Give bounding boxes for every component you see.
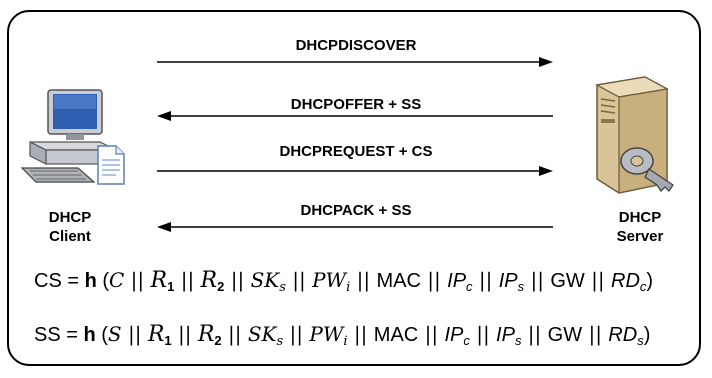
computer-icon [20,89,125,185]
message-label-offer: DHCPOFFER + SS [290,96,422,113]
cs-ips: IP [498,270,518,292]
cs-close: ) [646,270,654,292]
ss-mac: MAC [373,324,419,346]
sep: || [283,322,310,346]
cs-ipc-sub: c [466,279,473,294]
sep: || [171,322,198,346]
sep: || [121,322,148,346]
ss-sk: SK [247,322,277,346]
ss-r1-sub: 1 [164,333,172,348]
cs-pw-sub: i [346,280,351,295]
arrow-left-ack [157,222,553,232]
cs-first: C [109,268,125,292]
ss-open: ( [95,324,108,346]
cs-r2: R [200,268,218,293]
client-label-line2: Client [49,228,91,245]
ss-r2: R [197,322,215,347]
cs-lhs: CS = [34,270,85,292]
sep: || [472,268,499,292]
cs-ipc: IP [447,270,467,292]
sep: || [224,268,251,292]
cs-rd: RD [611,270,640,292]
cs-r1: R [150,268,168,293]
cs-mac: MAC [376,270,421,292]
ss-pw: PW [309,322,344,346]
ss-rd: RD [608,324,638,346]
sep: || [285,268,313,292]
sep: || [582,322,609,346]
ss-ipc: IP [444,324,464,346]
cs-sk-sub: s [279,280,286,295]
sep: || [521,322,548,346]
formula-ss: SS = h (S || R1 || R2 || SKs || PWi || M… [34,322,650,349]
formula-cs: CS = h (C || R1 || R2 || SKs || PWi || M… [34,268,653,295]
diagram-frame [7,10,701,366]
message-label-request: DHCPREQUEST + CS [279,143,433,160]
ss-lhs: SS = [34,324,84,346]
arrow-left-offer [157,111,553,121]
ss-hash: h [83,324,96,346]
ss-rd-sub: s [637,333,644,348]
arrow-right-request [157,166,553,176]
sep: || [347,322,374,346]
sep: || [418,322,445,346]
cs-hash: h [84,270,97,292]
server-label: DHCP Server [600,208,680,246]
ss-ips-sub: s [514,333,522,348]
ss-ips: IP [496,324,515,346]
cs-gw: GW [550,270,585,292]
client-label: DHCP Client [30,208,110,246]
sep: || [469,322,497,346]
server-label-line1: DHCP [618,209,662,226]
cs-r1-sub: 1 [167,279,175,294]
sep: || [174,268,201,292]
cs-open: ( [96,270,110,292]
sep: || [350,268,377,292]
arrow-right-discover [157,57,553,67]
cs-r2-sub: 2 [217,279,225,294]
ss-first: S [107,322,122,346]
ss-ipc-sub: c [463,333,470,348]
cs-ips-sub: s [517,279,525,294]
ss-sk-sub: s [276,334,284,349]
cs-pw: PW [312,268,347,292]
sep: || [584,268,611,292]
sep: || [524,268,551,292]
ss-pw-sub: i [343,334,348,349]
ss-r2-sub: 2 [214,333,222,348]
message-label-ack: DHCPACK + SS [300,202,412,219]
ss-gw: GW [547,324,583,346]
message-label-discover: DHCPDISCOVER [295,37,417,54]
sep: || [124,268,151,292]
cs-rd-sub: c [639,279,647,294]
client-label-line1: DHCP [48,209,92,226]
cs-sk: SK [250,268,280,292]
sep: || [420,268,448,292]
ss-r1: R [147,322,165,347]
sep: || [221,322,248,346]
server-key-icon [595,76,674,194]
ss-close: ) [643,324,651,346]
server-label-line2: Server [616,228,664,245]
